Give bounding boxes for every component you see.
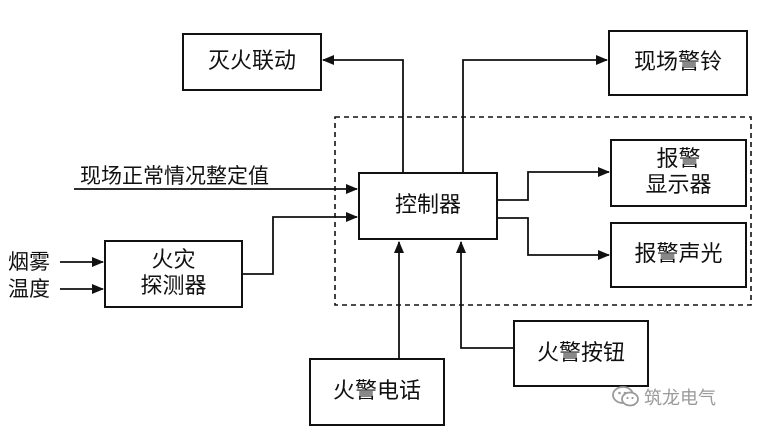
node-label-line1: 火灾 xyxy=(151,248,196,273)
node-alarm-display: 报警 显示器 xyxy=(610,139,747,207)
system-boundary xyxy=(334,116,752,306)
node-alarm-sound-light: 报警声光 xyxy=(610,222,747,288)
node-fire-button: 火警按钮 xyxy=(513,320,649,387)
edge-controller-display xyxy=(498,167,610,201)
watermark: 筑龙电气 xyxy=(612,384,716,410)
node-fire-phone: 火警电话 xyxy=(309,358,445,426)
input-temperature-label: 温度 xyxy=(8,277,50,301)
edge-controller-bell xyxy=(462,55,608,172)
node-label-line1: 报警 xyxy=(656,147,701,172)
node-extinguish-link: 灭火联动 xyxy=(182,33,322,91)
edge-button-controller xyxy=(456,241,513,349)
node-label: 控制器 xyxy=(394,193,461,218)
node-label: 火警按钮 xyxy=(536,340,625,366)
node-label-line2: 探测器 xyxy=(140,274,207,299)
node-label: 灭火联动 xyxy=(207,49,296,74)
edge-controller-soundlight xyxy=(498,217,610,260)
node-label-line2: 显示器 xyxy=(645,173,712,198)
node-controller: 控制器 xyxy=(358,172,498,240)
node-label: 现场警铃 xyxy=(633,50,722,75)
edge-controller-extinguish xyxy=(322,55,404,172)
node-fire-detector: 火灾 探测器 xyxy=(104,240,243,308)
wechat-logo-icon xyxy=(612,386,639,407)
input-smoke-label: 烟雾 xyxy=(8,250,50,274)
node-label: 报警声光 xyxy=(634,242,723,267)
watermark-text: 筑龙电气 xyxy=(644,388,716,409)
node-label: 火警电话 xyxy=(332,379,421,404)
edge-detector-controller xyxy=(243,212,358,275)
input-setpoint-label: 现场正常情况整定值 xyxy=(80,164,269,188)
node-site-bell: 现场警铃 xyxy=(608,30,748,96)
